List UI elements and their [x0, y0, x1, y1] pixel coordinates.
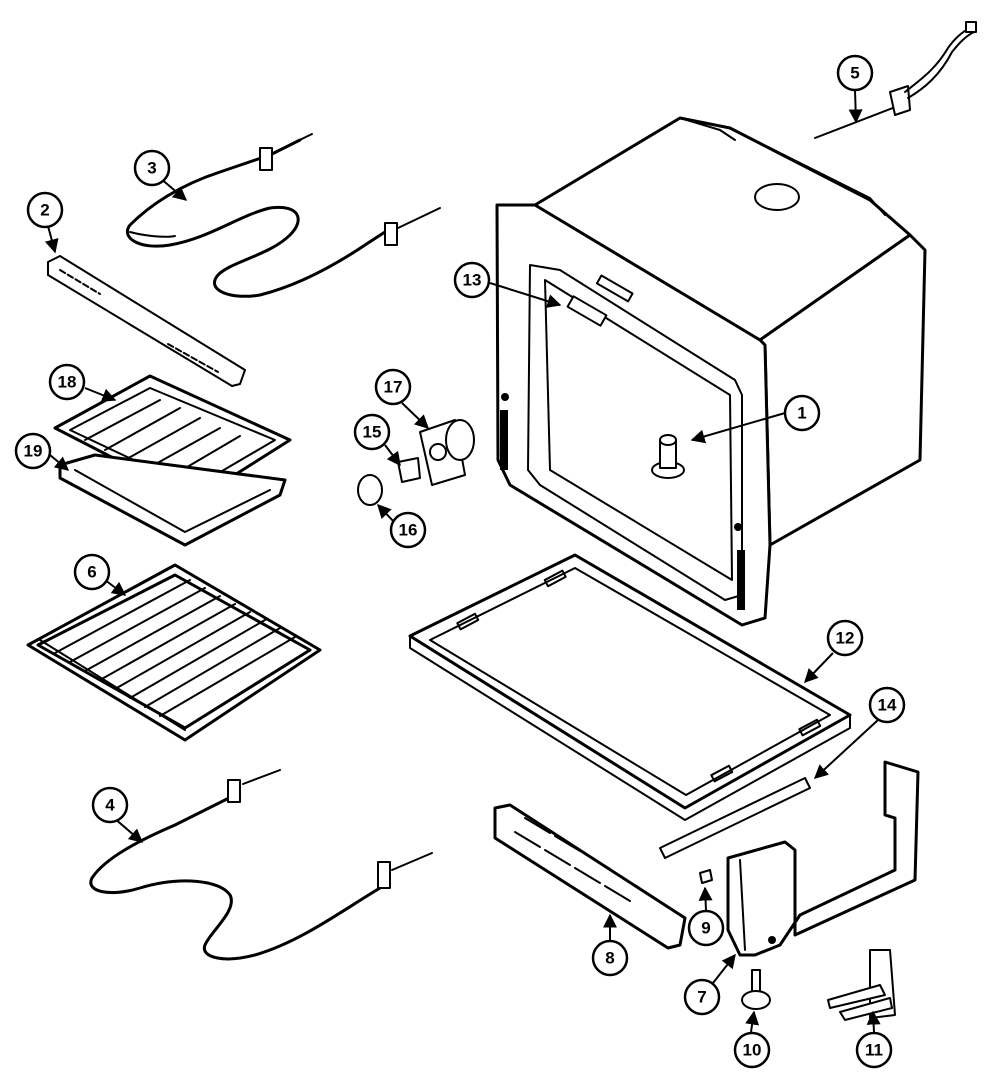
callout-10: 10	[733, 1031, 771, 1069]
svg-text:5: 5	[850, 64, 859, 83]
svg-text:14: 14	[878, 696, 897, 715]
callout-6: 6	[73, 553, 111, 591]
callout-7: 7	[683, 978, 721, 1016]
svg-text:12: 12	[836, 629, 855, 648]
callout-4: 4	[91, 786, 129, 824]
callout-9: 9	[687, 909, 725, 947]
svg-text:9: 9	[701, 919, 710, 938]
oven-cavity	[495, 116, 927, 627]
callout-15: 15	[353, 413, 391, 451]
svg-text:16: 16	[399, 521, 418, 540]
callout-8: 8	[591, 939, 629, 977]
callout-5: 5	[836, 54, 874, 92]
svg-text:1: 1	[797, 404, 806, 423]
callout-3: 3	[133, 149, 171, 187]
svg-text:18: 18	[58, 373, 77, 392]
callout-17: 17	[374, 368, 412, 406]
callout-18: 18	[48, 363, 86, 401]
bottom-drawer-pan	[408, 553, 852, 821]
svg-text:2: 2	[40, 201, 49, 220]
svg-text:3: 3	[147, 159, 156, 178]
anti-tip-bracket	[827, 949, 896, 1021]
trim-bracket	[47, 255, 246, 387]
svg-text:7: 7	[697, 988, 706, 1007]
leg-bracket	[726, 760, 920, 957]
callout-12: 12	[826, 619, 864, 657]
cavity-element-receptacle	[651, 434, 685, 479]
svg-text:11: 11	[865, 1041, 883, 1060]
svg-text:10: 10	[743, 1041, 762, 1060]
svg-text:15: 15	[363, 423, 382, 442]
svg-text:17: 17	[384, 378, 403, 397]
screw	[699, 869, 713, 884]
callout-14: 14	[868, 686, 906, 724]
svg-text:8: 8	[605, 949, 614, 968]
svg-text:13: 13	[463, 271, 482, 290]
callout-1: 1	[783, 394, 821, 432]
vent-panel	[493, 803, 687, 950]
broil-element	[126, 133, 441, 298]
callout-19: 19	[14, 432, 52, 470]
callout-16: 16	[389, 511, 427, 549]
trim-strip	[659, 777, 811, 859]
callout-13: 13	[453, 261, 491, 299]
callout-2: 2	[26, 191, 64, 229]
bake-element	[89, 769, 433, 961]
oven-rack	[26, 563, 322, 742]
leader-lines	[44, 89, 881, 1033]
svg-text:4: 4	[105, 796, 115, 815]
leveling-leg	[741, 969, 771, 1010]
broiler-pan	[58, 453, 287, 547]
oven-light-assembly	[357, 419, 475, 506]
callout-11: 11	[855, 1031, 893, 1069]
svg-text:19: 19	[24, 442, 43, 461]
svg-text:6: 6	[87, 563, 96, 582]
